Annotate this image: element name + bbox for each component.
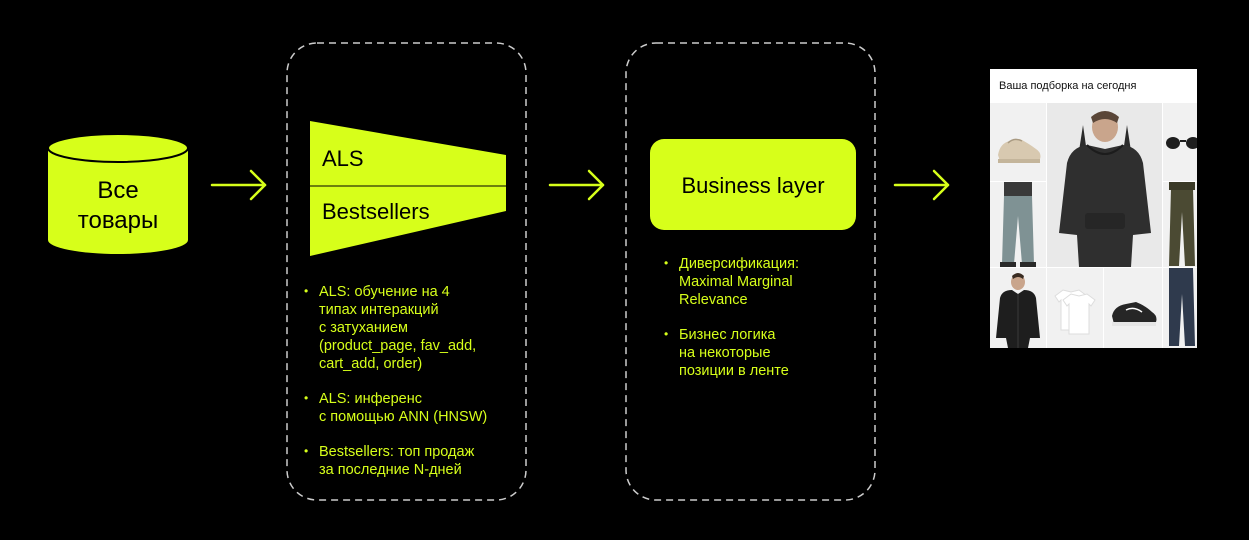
product-image-model-hoodie (1047, 103, 1162, 267)
product-image-sneakers (990, 103, 1046, 181)
flow-arrow-3 (893, 169, 950, 201)
list-item: Bestsellers: топ продаж за последние N-д… (303, 442, 518, 479)
funnel-als-label: ALS (322, 146, 364, 171)
candidate-generation-container (286, 42, 527, 501)
source-node-label-line1: Все (97, 177, 138, 204)
business-layer-label: Business layer (681, 173, 824, 198)
flow-arrow-1 (210, 169, 267, 201)
flow-arrow-2 (548, 169, 605, 201)
source-node-label-line2: товары (78, 207, 159, 234)
feed-preview-card: Ваша подборка на сегодня (990, 69, 1197, 348)
business-layer-notes: Диверсификация: Maximal Marginal Relevan… (663, 254, 863, 397)
product-image-olive-trousers (1163, 182, 1197, 267)
business-layer-node: Business layer (650, 139, 856, 230)
product-image-jeans-model (990, 182, 1046, 267)
source-node-all-products: Все товары (47, 133, 189, 254)
product-image-denim (1163, 268, 1197, 348)
list-item: Диверсификация: Maximal Marginal Relevan… (663, 254, 863, 309)
product-image-black-jacket-model (990, 268, 1046, 348)
business-layer-container (625, 42, 876, 501)
product-image-white-tshirts (1047, 268, 1103, 348)
candidate-generation-notes: ALS: обучение на 4 типах интеракций с за… (303, 282, 518, 496)
feed-preview-title: Ваша подборка на сегодня (999, 80, 1137, 92)
list-item: Бизнес логика на некоторые позиции в лен… (663, 325, 863, 380)
funnel-bestsellers-label: Bestsellers (322, 199, 430, 224)
list-item: ALS: инференс с помощью ANN (HNSW) (303, 389, 518, 426)
product-image-sunglasses (1163, 103, 1197, 181)
product-image-black-sneakers (1104, 268, 1162, 348)
candidate-funnel: ALS Bestsellers (310, 121, 506, 256)
list-item: ALS: обучение на 4 типах интеракций с за… (303, 282, 518, 373)
